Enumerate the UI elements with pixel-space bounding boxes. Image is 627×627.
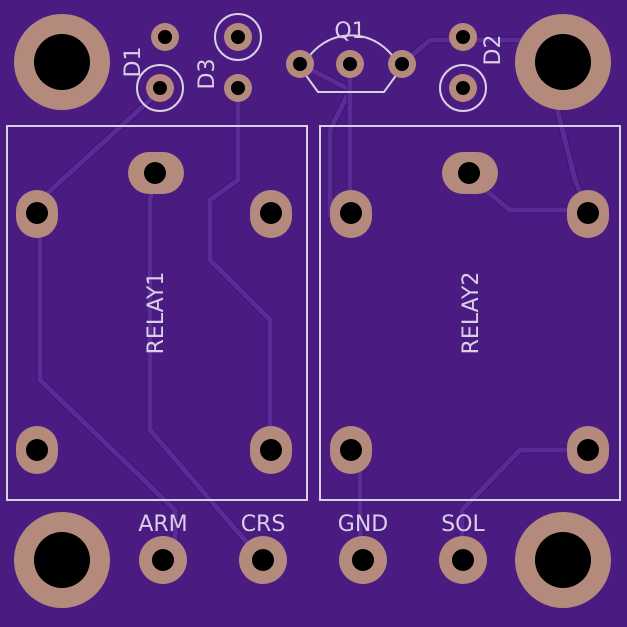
- d2-component: D2: [439, 23, 506, 112]
- relay2-pads: [330, 152, 609, 474]
- relay2-outline: [319, 125, 621, 501]
- d3-component: D3: [195, 13, 262, 102]
- d1-component: D1: [121, 23, 184, 112]
- arm-label: ARM: [138, 512, 187, 537]
- q1-label: Q1: [334, 19, 365, 44]
- mounting-hole-top-left: [14, 14, 110, 110]
- mounting-hole-bottom-right: [515, 512, 611, 608]
- d3-label: D3: [195, 59, 220, 90]
- d2-label: D2: [481, 35, 506, 66]
- d1-label: D1: [121, 47, 146, 78]
- mounting-hole-top-right: [515, 14, 611, 110]
- relay1-label: RELAY1: [144, 272, 169, 355]
- gnd-terminal: GND: [338, 512, 388, 584]
- crs-label: CRS: [241, 512, 286, 537]
- relay2-label: RELAY2: [459, 272, 484, 355]
- mounting-hole-bottom-left: [14, 512, 110, 608]
- crs-terminal: CRS: [239, 512, 287, 584]
- sol-label: SOL: [441, 512, 485, 537]
- relay1-pads: [16, 152, 292, 474]
- relay1-outline: [6, 125, 308, 501]
- gnd-label: GND: [338, 512, 388, 537]
- arm-terminal: ARM: [138, 512, 188, 584]
- sol-terminal: SOL: [439, 512, 487, 584]
- q1-component: Q1: [286, 19, 416, 93]
